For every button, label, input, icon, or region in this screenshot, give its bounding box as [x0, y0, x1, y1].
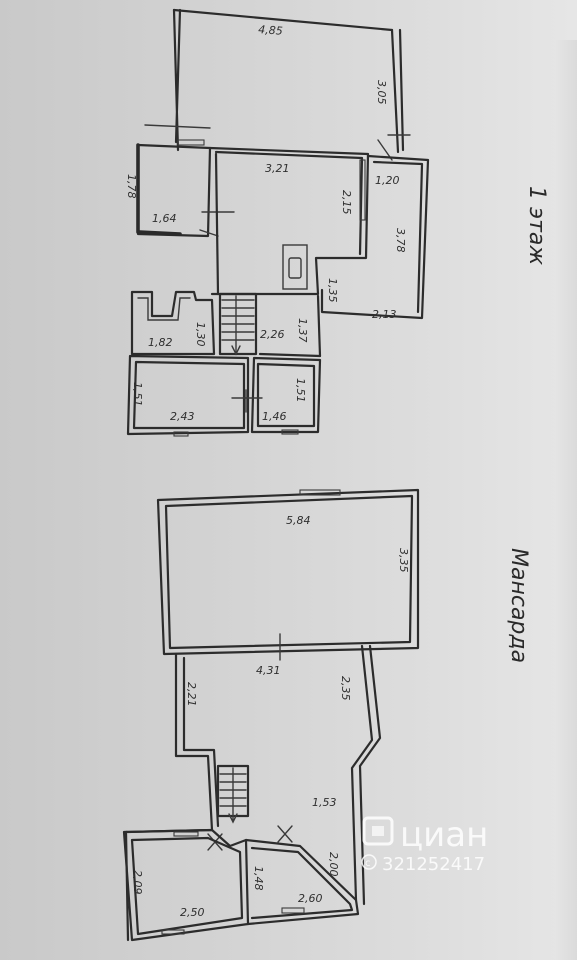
wall	[244, 838, 360, 926]
dim-top-w: 5,84	[286, 514, 311, 527]
wall	[350, 644, 374, 902]
copyright-icon: c	[361, 854, 377, 870]
dim-bottom1-h: 1,51	[131, 382, 144, 407]
dim-room-a: 3,21	[265, 162, 290, 175]
dim-small-w: 1,35	[326, 278, 339, 303]
floor1-dimensions: 4,85 3,05 3,21 2,15 1,20 3,78 2,13 1,35 …	[125, 23, 407, 423]
listing-id: 321252417	[382, 854, 485, 875]
dim-top-right: 3,05	[375, 80, 388, 105]
dim-top-width: 4,85	[258, 23, 283, 38]
dim-corridor-w: 1,20	[375, 174, 400, 187]
wall	[172, 8, 182, 152]
wall	[156, 488, 420, 656]
wall	[316, 294, 322, 358]
dim-right-w: 2,13	[372, 308, 397, 321]
stairs-icon	[218, 292, 258, 356]
window	[173, 431, 189, 437]
window	[177, 139, 205, 146]
wall	[358, 644, 382, 906]
wall	[320, 154, 430, 320]
attic-plan: 5,84 3,35 4,31 2,35 2,21 1,53 2,00 2,09 …	[122, 488, 531, 942]
wall	[214, 152, 220, 296]
dim-room-a-h: 2,15	[340, 190, 353, 215]
dim-br-w: 2,60	[298, 892, 323, 905]
attic-title: Мансарда	[506, 548, 531, 663]
dim-top-h: 3,35	[397, 548, 410, 573]
wall	[390, 28, 405, 154]
dim-bl-w: 2,50	[180, 906, 205, 919]
dim-right-l: 1,53	[312, 796, 337, 809]
wall	[124, 652, 214, 942]
dim-mid-w: 1,82	[148, 336, 173, 349]
sink-icon	[288, 257, 302, 279]
dim-stair-w: 2,26	[260, 328, 285, 341]
window	[359, 159, 366, 221]
wall	[372, 160, 424, 314]
window	[299, 489, 341, 496]
wall	[164, 494, 414, 650]
window	[173, 831, 199, 837]
dim-bottom1-w: 2,43	[170, 410, 195, 423]
wall	[250, 356, 322, 434]
sink-icon	[282, 244, 308, 290]
dim-br-h: 1,48	[252, 866, 265, 891]
wall	[130, 836, 244, 936]
dim-mid-h: 1,30	[194, 322, 207, 347]
wall	[256, 362, 316, 428]
dim-left-w: 1,64	[152, 212, 177, 225]
wall	[258, 352, 322, 358]
svg-text:c: c	[365, 858, 371, 869]
wall	[208, 146, 370, 296]
window	[161, 929, 185, 935]
floor1-title: 1 этаж	[524, 186, 549, 265]
dim-bottom2-h: 1,51	[294, 378, 307, 403]
window	[281, 429, 299, 435]
dim-left-h: 2,21	[185, 682, 198, 707]
cian-brand: циан	[400, 815, 488, 855]
wall	[250, 846, 354, 920]
dim-bl-h: 2,09	[131, 870, 144, 895]
window	[281, 907, 305, 914]
dim-mid-w: 4,31	[256, 664, 281, 677]
stairs-icon	[221, 295, 255, 356]
cian-watermark: циан c 321252417	[361, 815, 488, 875]
wall	[144, 124, 211, 129]
dim-bottom2-w: 1,46	[262, 410, 287, 423]
wall	[130, 290, 216, 356]
attic-dimensions: 5,84 3,35 4,31 2,35 2,21 1,53 2,00 2,09 …	[131, 514, 410, 919]
wall	[137, 297, 191, 321]
wall	[138, 230, 182, 236]
dim-right-b: 2,00	[327, 852, 340, 877]
cian-logo-icon	[362, 816, 394, 846]
dim-right-h: 3,78	[394, 228, 407, 253]
wall	[182, 656, 220, 828]
wall	[172, 8, 394, 32]
floor1-plan: 4,85 3,05 3,21 2,15 1,20 3,78 2,13 1,35 …	[125, 8, 549, 437]
dim-right-h: 2,35	[339, 676, 352, 701]
wall	[199, 229, 219, 237]
dim-left-h: 1,78	[125, 174, 138, 199]
dim-stair-h: 1,37	[296, 318, 309, 343]
wall	[132, 360, 246, 430]
wall	[214, 150, 364, 256]
wall	[126, 354, 250, 436]
stairs-icon	[216, 764, 250, 818]
stairs-icon	[219, 767, 247, 824]
